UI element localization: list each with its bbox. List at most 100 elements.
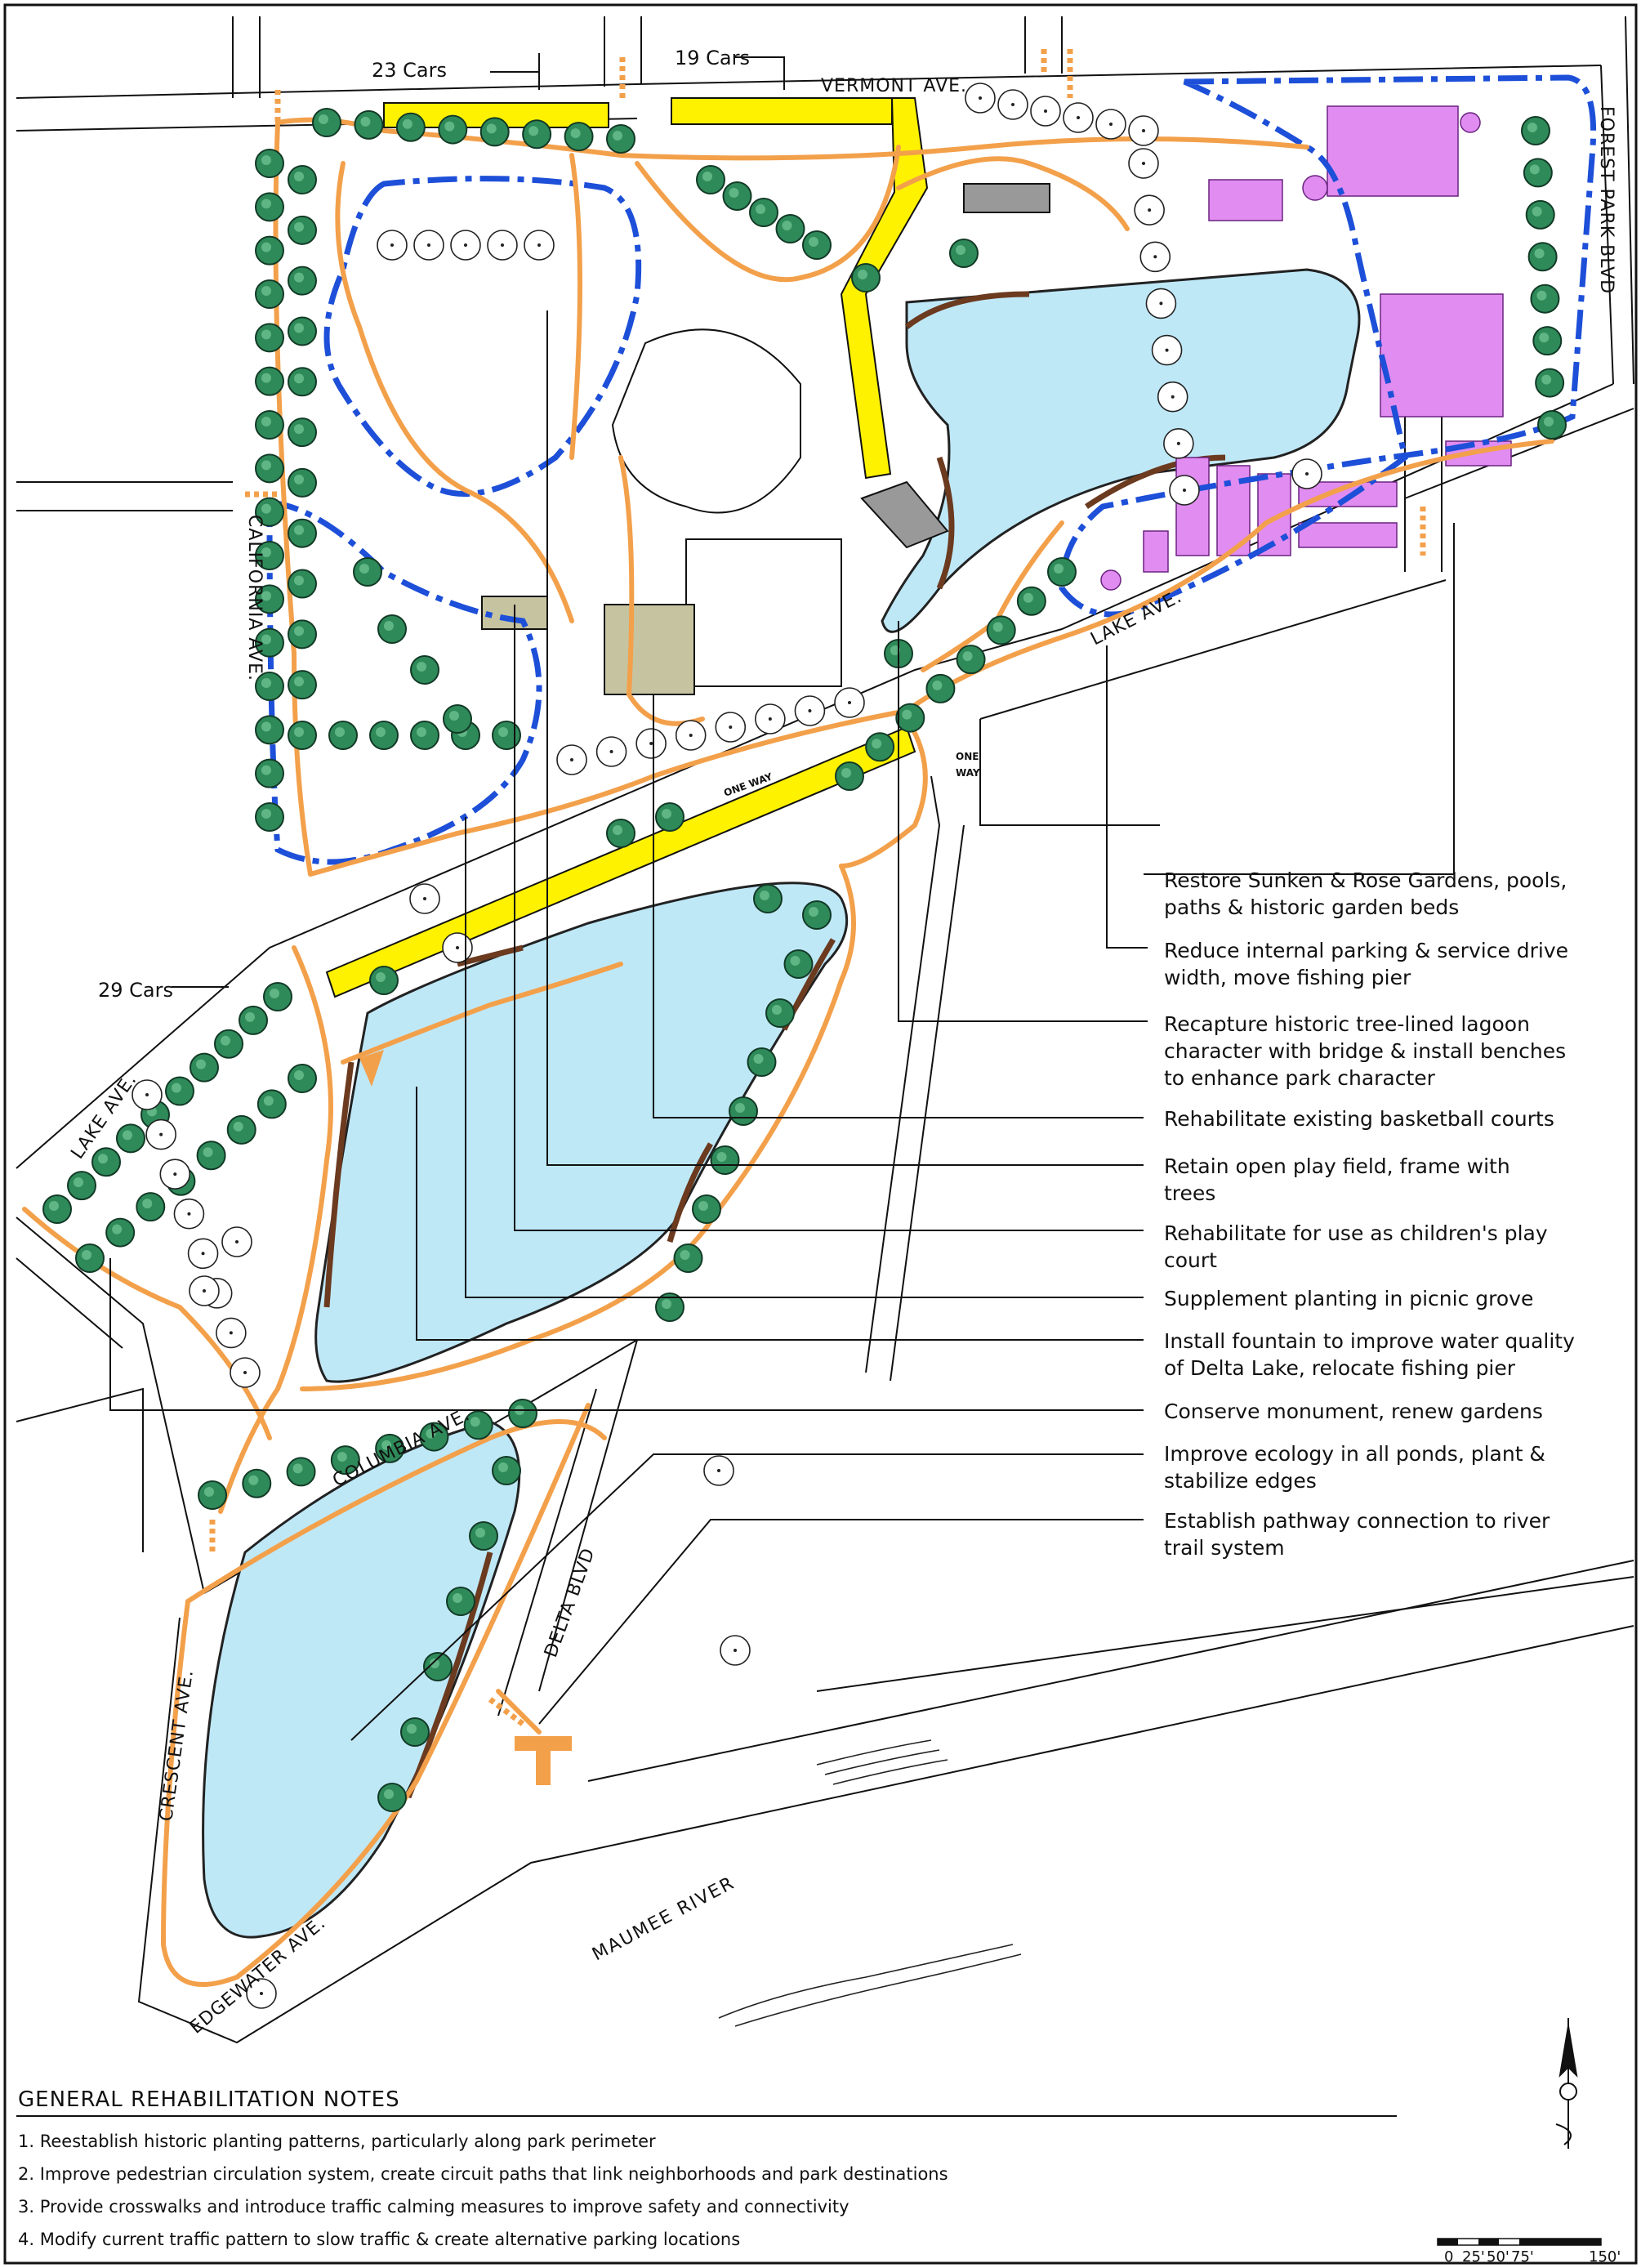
tree-icon [1532, 326, 1563, 356]
tree-icon [198, 1480, 227, 1510]
tree-outline-icon [794, 695, 826, 726]
tree-icon [410, 655, 439, 685]
tree-icon [446, 1587, 475, 1616]
tree-icon [469, 1521, 498, 1551]
tree-icon [956, 645, 986, 675]
parking-label-29-cars: 29 Cars [98, 979, 173, 1002]
tree-icon [492, 721, 521, 750]
tree-icon [1537, 410, 1567, 440]
tree-icon [116, 1123, 145, 1154]
tree-outline-icon [409, 883, 440, 914]
street-vermont: VERMONT AVE. [821, 76, 967, 96]
parking-label-19-cars: 19 Cars [675, 47, 750, 69]
tree-icon [710, 1145, 740, 1175]
callout-leaders [109, 53, 1455, 1741]
tree-icon [1016, 586, 1046, 616]
tree-icon [508, 1399, 537, 1428]
tree-outline-icon [221, 1226, 252, 1257]
tree-icon [165, 1076, 194, 1106]
basketball-court [604, 604, 695, 695]
callout-list: Restore Sunken & Rose Gardens, pools,pat… [1164, 868, 1575, 1560]
tree-outline-icon [1169, 475, 1200, 506]
note-item: 4. Modify current traffic pattern to slo… [18, 2230, 740, 2249]
tree-icon [328, 721, 358, 750]
tree-icon [255, 715, 284, 745]
tree-outline-icon [1157, 381, 1188, 413]
note-item: 1. Reestablish historic planting pattern… [18, 2132, 656, 2151]
tree-icon [783, 949, 814, 979]
one-way-sign-bottom: WAY [956, 767, 980, 779]
tree-icon [255, 758, 284, 788]
tree-icon [288, 266, 317, 296]
structures [481, 183, 1050, 695]
tree-icon [492, 1456, 521, 1485]
tree-icon [722, 181, 752, 211]
callout-picnic: Supplement planting in picnic grove [1164, 1287, 1533, 1310]
tree-icon [105, 1217, 136, 1248]
tree-icon [835, 761, 864, 791]
lake-shore-edges [323, 291, 1226, 1799]
tree-icon [136, 1192, 166, 1222]
tree-icon [288, 518, 317, 548]
tree-outline-icon [595, 736, 627, 767]
lakes [202, 268, 1361, 1939]
tree-icon [75, 1243, 105, 1273]
tree-icon [1527, 242, 1558, 272]
tree-icon [925, 673, 956, 703]
tree-outline-icon [173, 1198, 205, 1230]
tree-icon [255, 366, 284, 396]
tree-icon [696, 165, 725, 194]
tree-outline-icon [442, 932, 473, 963]
parking-lake-ave [325, 725, 916, 998]
tree-icon [1047, 557, 1077, 587]
scale-tick: 75' [1511, 2248, 1534, 2266]
river-trail-connector [359, 1050, 572, 1785]
tree-icon [400, 1717, 430, 1747]
tree-icon [949, 239, 979, 268]
tree-icon [606, 819, 635, 848]
tree-icon [256, 1089, 287, 1119]
river-label: MAUMEE RIVER [589, 1873, 738, 1965]
tree-outline-icon [524, 230, 555, 261]
tree-icon [1525, 199, 1555, 230]
tree-icon [1521, 116, 1550, 145]
one-way-sign-top: ONE [956, 751, 979, 762]
tree-icon [353, 557, 382, 587]
tree-icon [288, 721, 317, 750]
callout-monument: Conserve monument, renew gardens [1164, 1400, 1543, 1423]
tree-icon [438, 114, 468, 145]
tree-icon [255, 323, 284, 353]
callout-fountain: Install fountain to improve water qualit… [1164, 1329, 1575, 1380]
tree-outline-icon [1030, 96, 1061, 127]
tree-icon [1530, 284, 1560, 314]
tree-icon [802, 230, 832, 260]
tree-outline-icon [715, 712, 747, 743]
north-arrow-icon [1555, 2018, 1578, 2149]
callout-basketball: Rehabilitate existing basketball courts [1164, 1107, 1554, 1131]
tree-icon [214, 1029, 243, 1059]
callout-gardens: Restore Sunken & Rose Gardens, pools,pat… [1164, 868, 1567, 919]
tree-icon [288, 670, 317, 700]
tree-icon [410, 721, 439, 750]
tree-outline-icon [1163, 428, 1194, 459]
tree-icon [606, 124, 635, 154]
tree-outline-icon [1095, 109, 1126, 140]
tree-outline-icon [145, 1118, 176, 1150]
tree-icon [377, 1783, 407, 1812]
crosswalks [209, 49, 1426, 1726]
street-crescent: CRESCENT AVE. [156, 1668, 198, 1823]
tree-icon [255, 149, 284, 178]
tree-icon [196, 1141, 226, 1171]
sheet-border [3, 3, 1638, 2265]
scale-tick: 25' [1462, 2248, 1485, 2266]
tree-icon [286, 1457, 316, 1487]
tree-outline-icon [997, 89, 1028, 120]
tree-icon [1535, 368, 1565, 398]
tree-icon [443, 704, 472, 734]
tree-icon [354, 109, 384, 140]
